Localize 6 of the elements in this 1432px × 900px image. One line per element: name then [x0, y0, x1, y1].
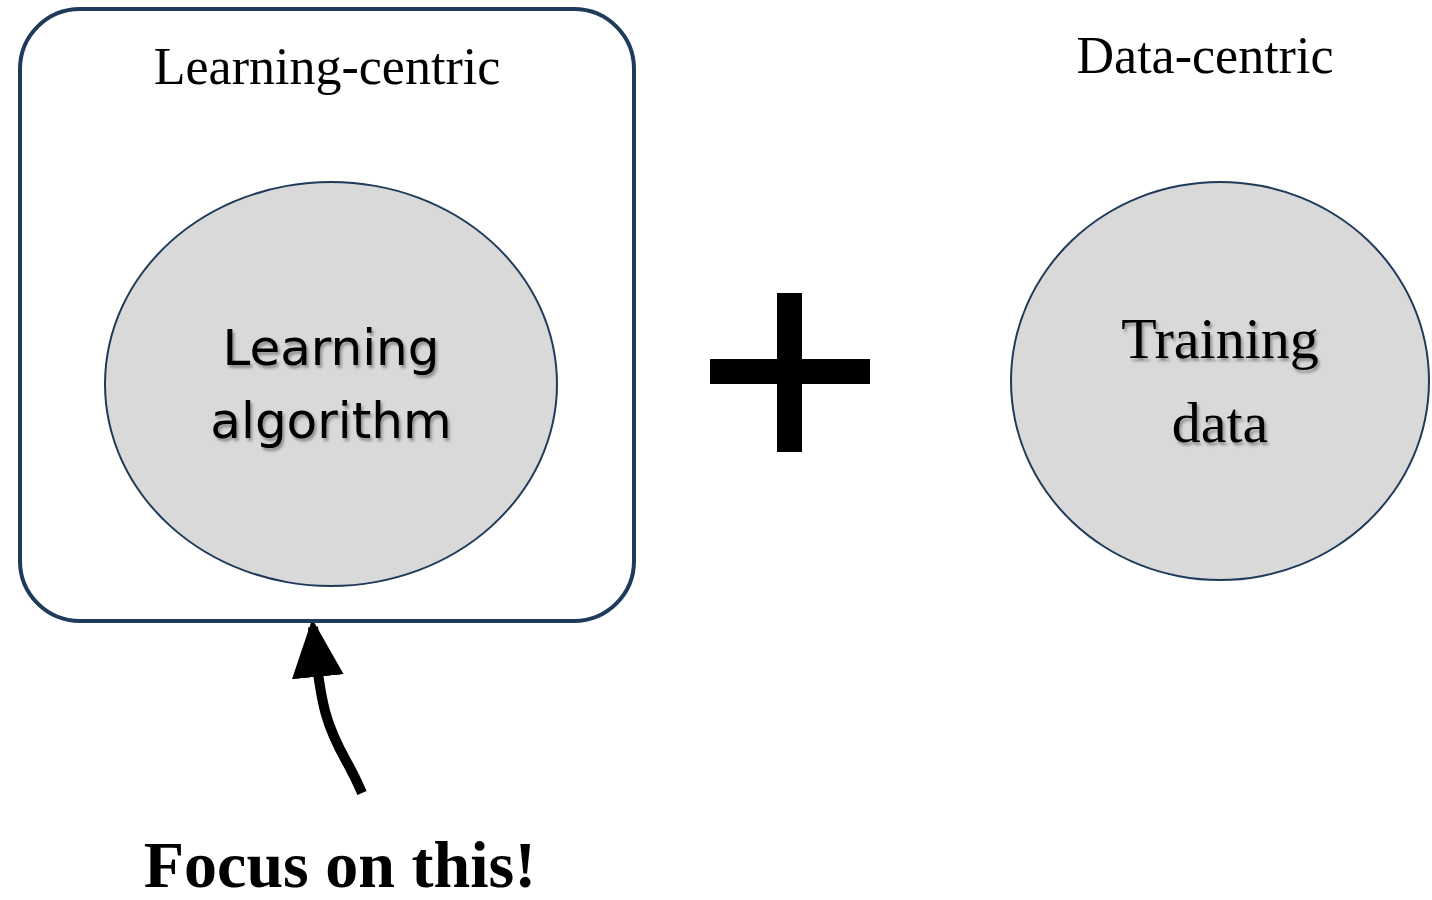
- column-title: Data-centric: [1075, 26, 1335, 86]
- callout-text: Focus on this!: [142, 827, 538, 900]
- rounded-frame: [18, 7, 636, 623]
- node-label: Training data: [1120, 304, 1320, 457]
- group-title: Learning-centric: [152, 37, 502, 97]
- node-label: Learning algorithm: [209, 317, 453, 451]
